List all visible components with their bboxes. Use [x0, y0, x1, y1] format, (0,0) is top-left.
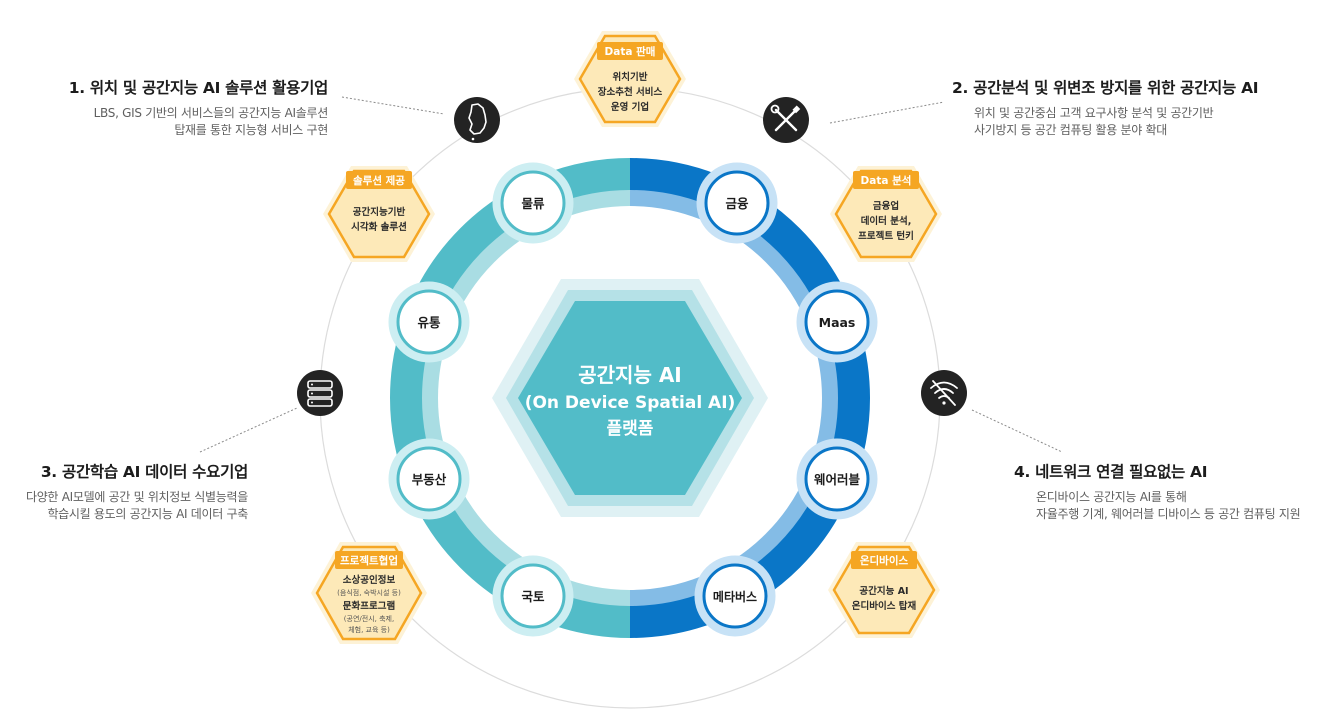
ring-node-label: 메타버스 — [713, 589, 757, 604]
badge-tag: Data 분석 — [861, 174, 912, 187]
main-ring — [390, 158, 870, 638]
korea-map-icon — [454, 97, 500, 143]
callout-3-title: 3. 공간학습 AI 데이터 수요기업 — [40, 463, 248, 481]
center-platform: 플랫폼 — [607, 419, 654, 439]
badge-data-analysis: Data 분석 금융업 데이터 분석, 프로젝트 턴키 — [830, 166, 942, 262]
callout-2-desc-2: 사기방지 등 공간 컴퓨팅 활용 분야 확대 — [974, 123, 1167, 137]
badge-line: 운영 기업 — [611, 101, 649, 113]
ring-node-label: 금융 — [725, 196, 749, 211]
badge-line: 온디바이스 탑재 — [852, 600, 917, 612]
badge-line: 장소추천 서비스 — [598, 86, 663, 98]
badge-tag: Data 판매 — [605, 45, 656, 58]
ring-node-label: 부동산 — [412, 472, 447, 487]
badge-line: 금융업 — [873, 200, 899, 212]
callout-1-desc-1: LBS, GIS 기반의 서비스들의 공간지능 AI솔루션 — [93, 106, 329, 120]
badge-tag: 온디바이스 — [860, 554, 909, 567]
ring-node-territory[interactable]: 국토 — [492, 555, 574, 637]
badge-tag: 솔루션 제공 — [353, 174, 405, 187]
badge-subline: 체험, 교육 등) — [348, 626, 390, 634]
badge-solution: 솔루션 제공 공간지능기반 시각화 솔루션 — [323, 166, 435, 262]
callout-1-title: 1. 위치 및 공간지능 AI 솔루션 활용기업 — [68, 79, 329, 97]
center-hexagon: 공간지능 AI (On Device Spatial AI) 플랫폼 — [492, 279, 768, 517]
ring-node-wearable[interactable]: 웨어러블 — [796, 438, 878, 520]
callout-3-desc-2: 학습시킬 용도의 공간지능 AI 데이터 구축 — [47, 507, 248, 521]
badge-line: 프로젝트 턴키 — [858, 230, 914, 242]
badge-line: 문화프로그램 — [343, 600, 395, 612]
ring-node-logistics[interactable]: 물류 — [492, 162, 574, 244]
leader-lines — [199, 96, 1063, 453]
badge-ondevice: 온디바이스 공간지능 AI 온디바이스 탑재 — [828, 542, 940, 638]
badge-line: 위치기반 — [613, 71, 648, 83]
badge-subline: (공연/전시, 축제, — [344, 614, 394, 623]
callout-4-desc-2: 자율주행 기계, 웨어러블 디바이스 등 공간 컴퓨팅 지원 — [1036, 507, 1301, 521]
ring-node-metaverse[interactable]: 메타버스 — [694, 555, 776, 637]
callout-2-title: 2. 공간분석 및 위변조 방지를 위한 공간지능 AI — [952, 79, 1259, 97]
ring-node-label: 웨어러블 — [814, 472, 861, 487]
wifi-off-icon — [921, 370, 967, 416]
badge-line: 공간지능기반 — [353, 206, 406, 218]
ring-node-label: 유통 — [417, 315, 441, 330]
ring-node-label: 물류 — [521, 196, 545, 211]
ring-node-label: Maas — [819, 315, 856, 330]
badge-line: 데이터 분석, — [861, 215, 912, 227]
database-icon — [297, 370, 343, 416]
ring-node-finance[interactable]: 금융 — [696, 162, 778, 244]
ring-node-distribution[interactable]: 유통 — [388, 281, 470, 363]
callout-1-desc-2: 탑재를 통한 지능형 서비스 구현 — [174, 123, 328, 137]
badge-project: 프로젝트협업 소상공인정보 (음식점, 숙박시설 등) 문화프로그램 (공연/전… — [311, 542, 427, 644]
ring-node-label: 국토 — [521, 589, 545, 604]
callout-3-desc-1: 다양한 AI모델에 공간 및 위치정보 식별능력을 — [25, 490, 248, 504]
ring-node-realestate[interactable]: 부동산 — [388, 438, 470, 520]
ring-node-maas[interactable]: Maas — [796, 281, 878, 363]
center-title: 공간지능 AI — [578, 363, 681, 387]
badge-tag: 프로젝트협업 — [340, 554, 398, 567]
badge-line: 시각화 솔루션 — [351, 221, 407, 233]
badge-line: 공간지능 AI — [859, 585, 908, 597]
center-subtitle: (On Device Spatial AI) — [525, 393, 736, 413]
badge-data-sales: Data 판매 위치기반 장소추천 서비스 운영 기업 — [574, 31, 686, 127]
tools-icon — [763, 97, 809, 143]
callout-4-title: 4. 네트워크 연결 필요없는 AI — [1014, 463, 1208, 481]
callout-2-desc-1: 위치 및 공간중심 고객 요구사항 분석 및 공간기반 — [974, 106, 1214, 120]
badge-line: 소상공인정보 — [343, 574, 396, 586]
badge-subline: (음식점, 숙박시설 등) — [337, 588, 401, 597]
callout-4-desc-1: 온디바이스 공간지능 AI를 통해 — [1036, 490, 1187, 504]
